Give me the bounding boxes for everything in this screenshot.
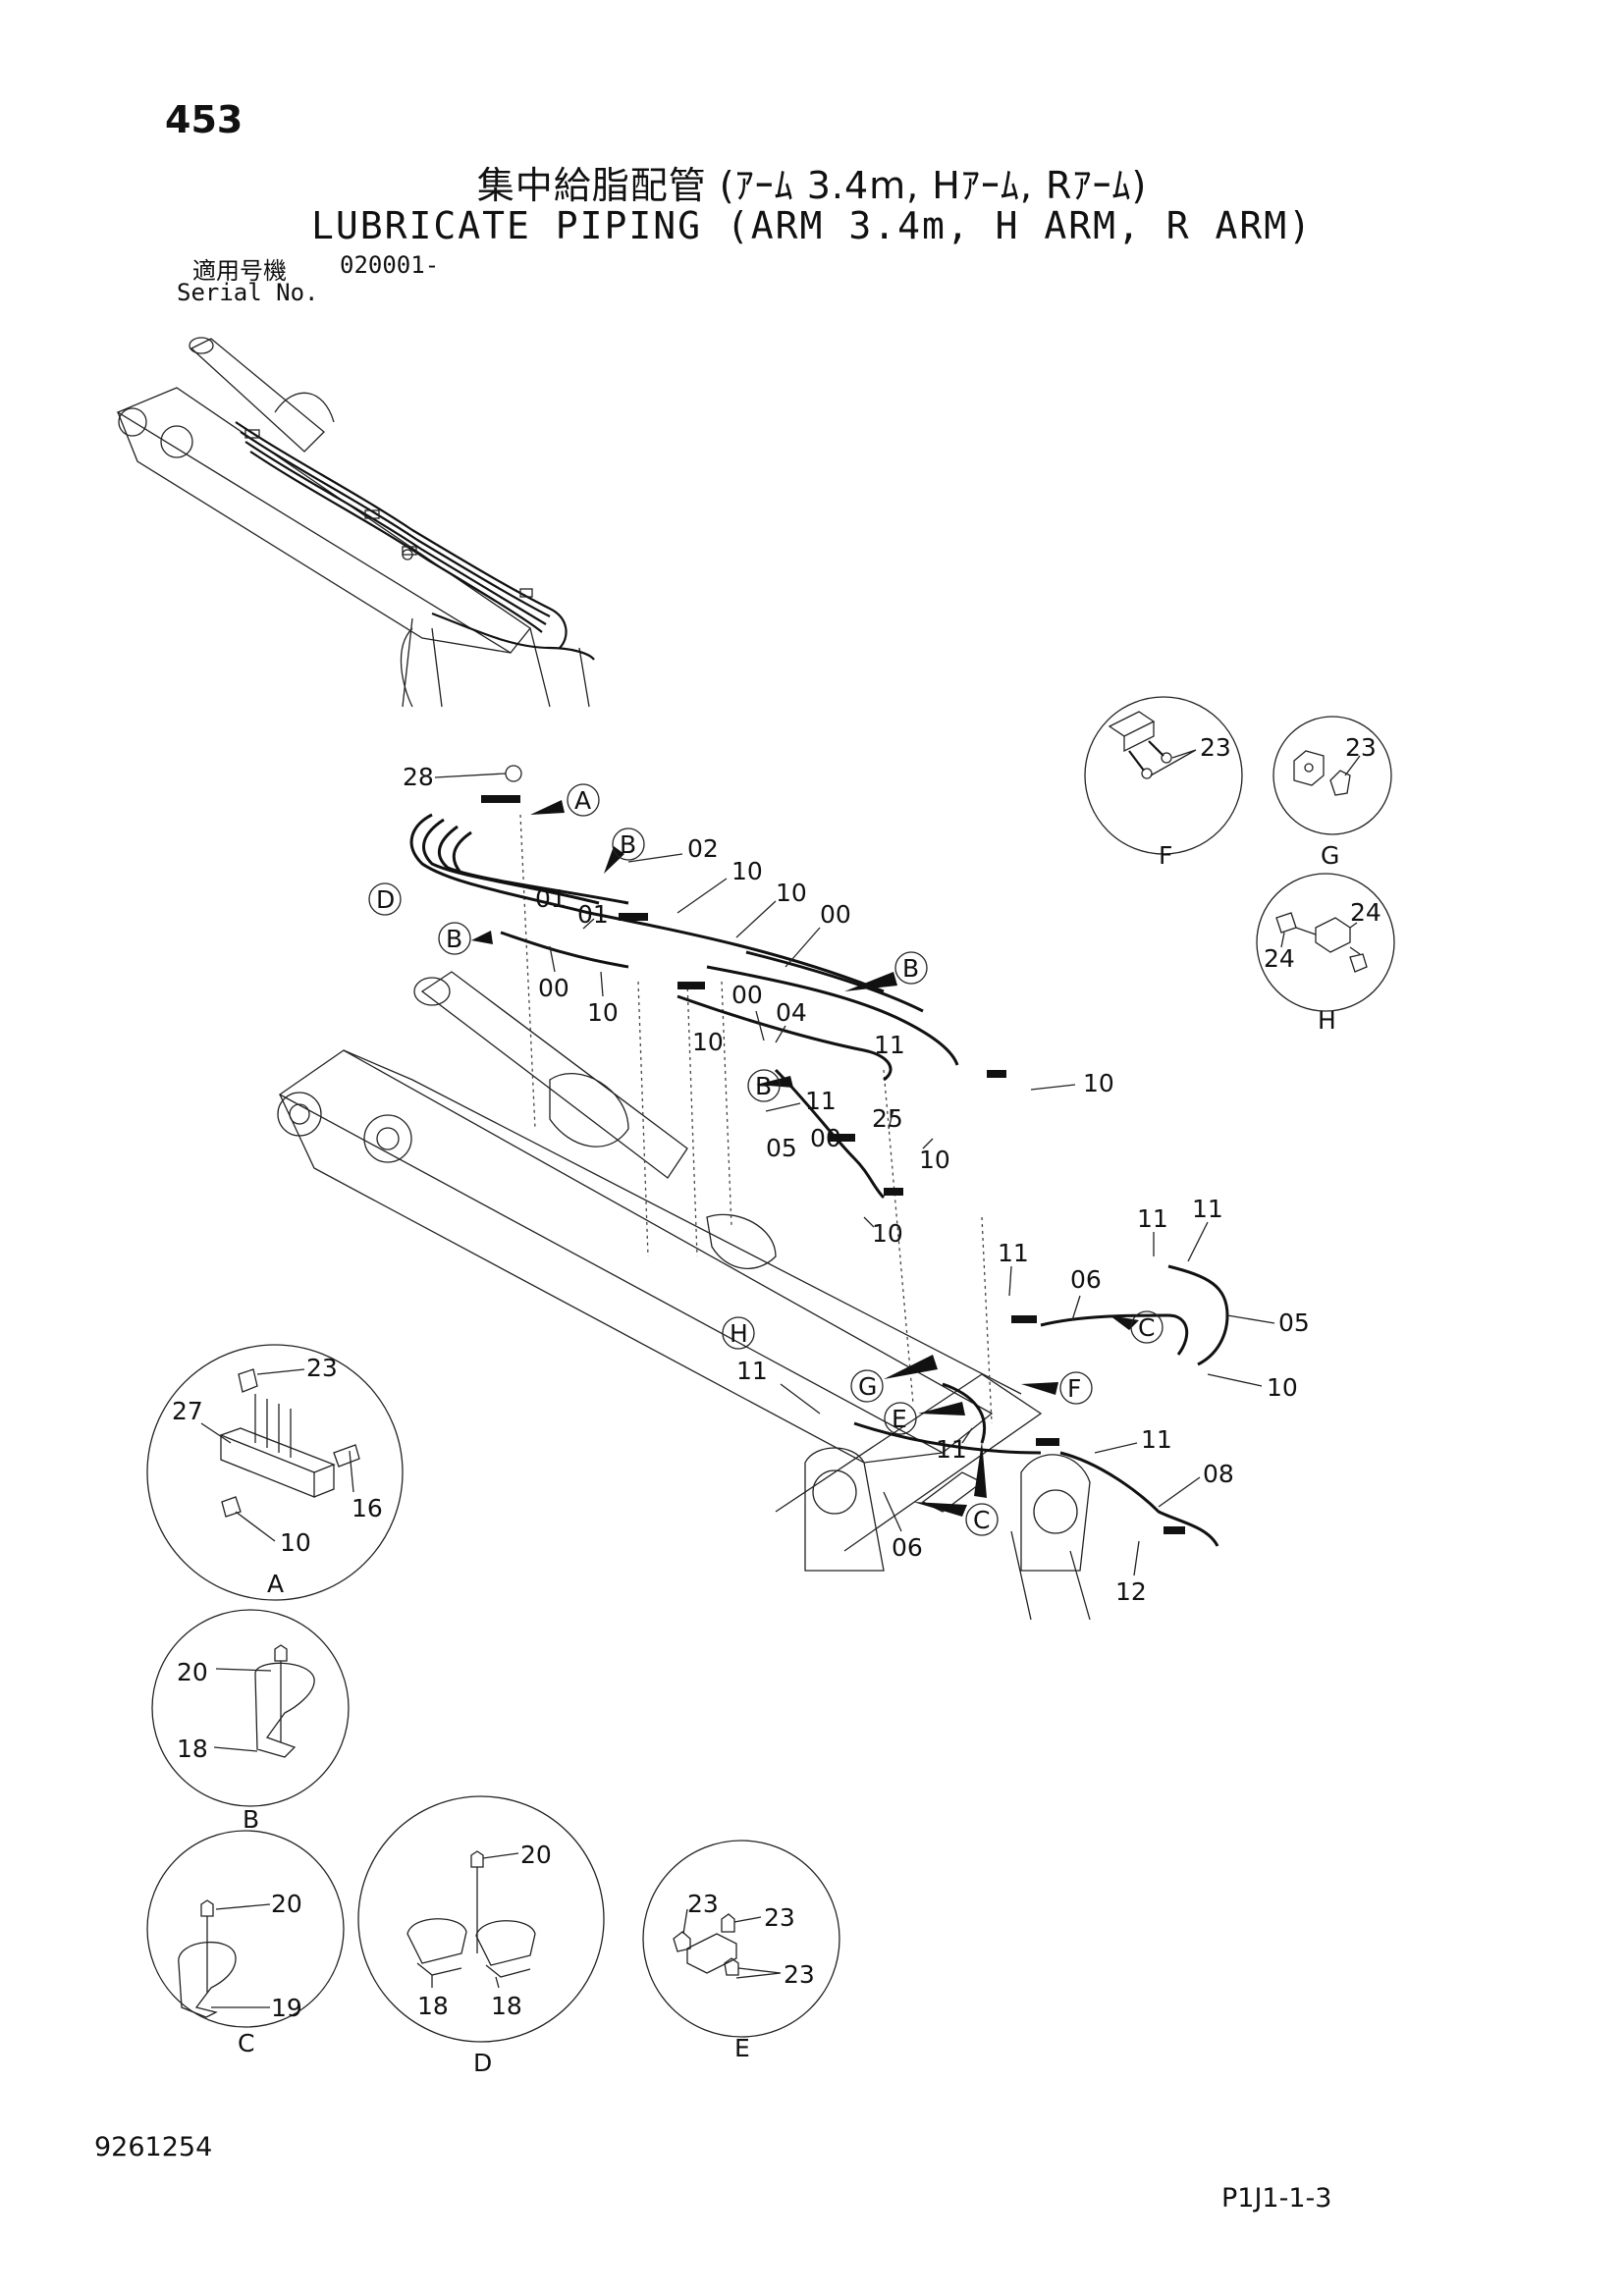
detail-g: 23 G: [1272, 716, 1392, 870]
label-04: 04: [776, 998, 807, 1027]
label-00c: 00: [731, 981, 763, 1009]
label-11h: 11: [1141, 1425, 1172, 1454]
label-01b: 01: [577, 900, 609, 929]
serial-label-english: Serial No.: [177, 279, 319, 306]
label-24-h2: 24: [1264, 944, 1295, 973]
callout-b-2: B: [446, 925, 462, 953]
label-23-e2: 23: [764, 1903, 795, 1932]
label-05b: 05: [1278, 1308, 1310, 1337]
callout-circle-a: [567, 783, 600, 817]
detail-c: 20 19 C: [146, 1830, 345, 2057]
label-10-a: 10: [280, 1528, 311, 1557]
page-number: 453: [165, 98, 244, 141]
label-00a: 00: [538, 974, 569, 1002]
label-10e: 10: [1083, 1069, 1114, 1097]
detail-a: 23 27 16 10 A: [146, 1344, 404, 1601]
label-20-c: 20: [271, 1890, 302, 1918]
label-08: 08: [1203, 1460, 1234, 1488]
detail-e: 23 23 23 E: [642, 1840, 840, 2062]
callout-a-top: A: [574, 786, 591, 815]
callout-c-1: C: [1138, 1313, 1155, 1342]
callout-c-2: C: [973, 1506, 990, 1534]
callout-d-main: D: [376, 885, 395, 914]
label-00b: 00: [820, 900, 851, 929]
label-10f: 10: [919, 1146, 950, 1174]
callout-markers: A B D B B B H G E F C C: [368, 783, 1164, 1536]
label-11b: 11: [805, 1087, 837, 1115]
detail-f: 23 F: [1084, 696, 1243, 870]
label-20-b: 20: [177, 1658, 208, 1686]
label-28: 28: [403, 763, 434, 791]
label-12: 12: [1115, 1577, 1147, 1606]
label-11g: 11: [936, 1435, 967, 1464]
label-11f: 11: [736, 1357, 768, 1385]
detail-label-g: G: [1321, 841, 1339, 870]
callout-b-3: B: [902, 954, 919, 983]
label-10c: 10: [776, 879, 807, 907]
label-18-b: 18: [177, 1735, 208, 1763]
label-18-d1: 18: [417, 1992, 449, 2020]
label-00d: 00: [810, 1124, 841, 1152]
callout-b-4: B: [755, 1072, 772, 1100]
label-06a: 06: [1070, 1265, 1102, 1294]
label-11c: 11: [998, 1239, 1029, 1267]
detail-h: 24 24 H: [1256, 873, 1395, 1035]
label-10g: 10: [872, 1219, 903, 1248]
label-19: 19: [271, 1994, 302, 2022]
label-11d: 11: [1137, 1204, 1168, 1233]
label-11e: 11: [1192, 1195, 1223, 1223]
label-06b: 06: [892, 1533, 923, 1562]
drawing-number: 9261254: [94, 2132, 213, 2163]
label-01a: 01: [535, 884, 567, 913]
label-27: 27: [172, 1397, 203, 1425]
callout-e-main: E: [892, 1405, 907, 1433]
label-16: 16: [352, 1494, 383, 1522]
label-23-f: 23: [1200, 733, 1231, 762]
label-10d: 10: [692, 1028, 724, 1056]
label-05a: 05: [766, 1134, 797, 1162]
label-18-d2: 18: [491, 1992, 522, 2020]
label-10a: 10: [731, 857, 763, 885]
label-25: 25: [872, 1104, 903, 1133]
label-24-h1: 24: [1350, 898, 1381, 927]
detail-label-h: H: [1318, 1006, 1336, 1035]
detail-label-d: D: [473, 2049, 492, 2077]
main-arm-drawing: [277, 814, 1091, 1621]
detail-label-b: B: [243, 1805, 259, 1834]
detail-b: 20 18 B: [151, 1609, 350, 1834]
main-part-labels: 28 02 10 01 01 00 10 10 00 10 00 04 11 1…: [403, 763, 1310, 1606]
title-english: LUBRICATE PIPING (ARM 3.4m, H ARM, R ARM…: [311, 204, 1313, 247]
detail-label-c: C: [238, 2029, 254, 2057]
detail-d: 20 18 18 D: [357, 1795, 605, 2077]
label-20-d: 20: [520, 1841, 552, 1869]
overview-arm-drawing: [116, 337, 595, 708]
callout-h-main: H: [730, 1319, 748, 1348]
callout-g-main: G: [858, 1372, 877, 1401]
label-02: 02: [687, 834, 719, 863]
label-23-e3: 23: [784, 1960, 815, 1989]
detail-label-a: A: [267, 1570, 284, 1598]
label-23-a: 23: [306, 1354, 338, 1382]
title-japanese: 集中給脂配管 (ｱｰﾑ 3.4m, Hｱｰﾑ, Rｱｰﾑ): [476, 164, 1148, 207]
callout-b-1: B: [620, 830, 636, 859]
lubrication-hoses: [409, 795, 1229, 1547]
label-23-e1: 23: [687, 1890, 719, 1918]
label-11a: 11: [874, 1031, 905, 1059]
label-10b: 10: [587, 998, 619, 1027]
callout-f-main: F: [1067, 1374, 1081, 1403]
label-23-g: 23: [1345, 733, 1377, 762]
detail-label-f: F: [1159, 841, 1172, 870]
label-10h: 10: [1267, 1373, 1298, 1402]
page-code: P1J1-1-3: [1221, 2183, 1332, 2214]
detail-label-e: E: [734, 2034, 750, 2062]
serial-number-value: 020001-: [340, 251, 440, 279]
serial-label-japanese: 適用号機: [192, 257, 287, 285]
